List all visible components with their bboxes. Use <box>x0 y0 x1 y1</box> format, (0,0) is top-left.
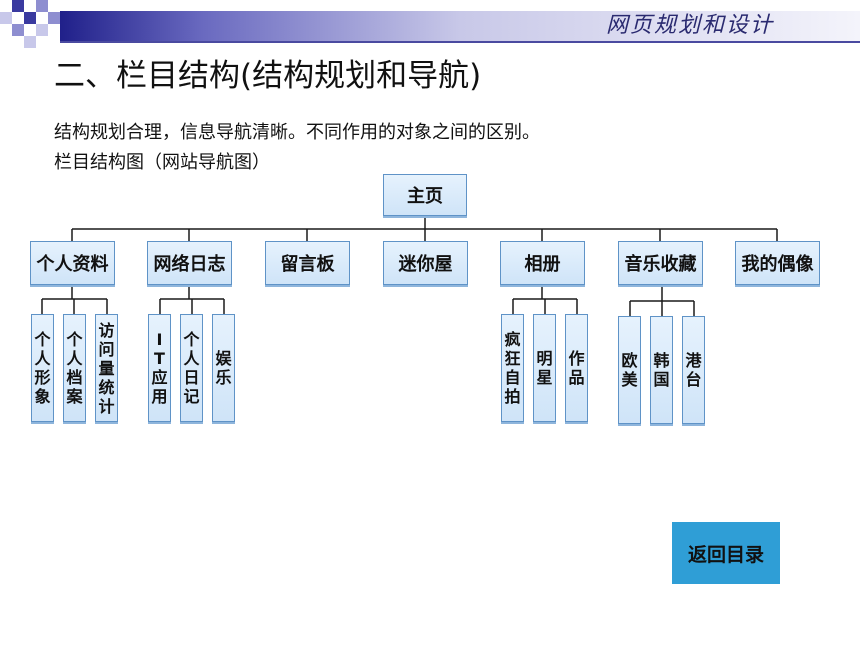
leaf-label: 娱乐 <box>215 349 232 387</box>
header-rule <box>60 41 860 43</box>
leaf-label: 疯狂自拍 <box>504 330 521 406</box>
leaf-entertainment[interactable]: 娱乐 <box>212 314 235 422</box>
leaf-celebrity[interactable]: 明星 <box>533 314 556 422</box>
leaf-label: 明星 <box>536 349 553 387</box>
leaf-label: 港台 <box>685 351 702 389</box>
leaf-western[interactable]: 欧美 <box>618 316 641 424</box>
diagram-caption: 栏目结构图（网站导航图） <box>54 152 270 173</box>
leaf-label: 个人形象 <box>34 330 51 406</box>
leaf-label: 访问量统计 <box>98 320 115 416</box>
leaf-works[interactable]: 作品 <box>565 314 588 422</box>
nav-node-music[interactable]: 音乐收藏 <box>618 241 703 285</box>
leaf-label: 作品 <box>568 349 585 387</box>
leaf-visit-stats[interactable]: 访问量统计 <box>95 314 118 422</box>
nav-node-home[interactable]: 主页 <box>383 174 467 216</box>
leaf-label: IT应用 <box>151 330 168 406</box>
back-to-contents-button[interactable]: 返回目录 <box>672 522 780 584</box>
nav-node-blog[interactable]: 网络日志 <box>147 241 232 285</box>
nav-node-guestbook[interactable]: 留言板 <box>265 241 350 285</box>
leaf-label: 个人日记 <box>183 330 200 406</box>
nav-node-album[interactable]: 相册 <box>500 241 585 285</box>
nav-node-mini-room[interactable]: 迷你屋 <box>383 241 468 285</box>
leaf-it-apps[interactable]: IT应用 <box>148 314 171 422</box>
leaf-label: 欧美 <box>621 351 638 389</box>
leaf-profile-image[interactable]: 个人形象 <box>31 314 54 422</box>
leaf-label: 个人档案 <box>66 330 83 406</box>
leaf-selfie[interactable]: 疯狂自拍 <box>501 314 524 422</box>
description-line: 结构规划合理，信息导航清晰。不同作用的对象之间的区别。 <box>54 122 540 143</box>
slide-title: 二、栏目结构(结构规划和导航) <box>54 58 482 94</box>
leaf-personal-diary[interactable]: 个人日记 <box>180 314 203 422</box>
leaf-profile-archive[interactable]: 个人档案 <box>63 314 86 422</box>
leaf-hk-taiwan[interactable]: 港台 <box>682 316 705 424</box>
leaf-label: 韩国 <box>653 351 670 389</box>
nav-node-profile[interactable]: 个人资料 <box>30 241 115 285</box>
nav-node-idol[interactable]: 我的偶像 <box>735 241 820 285</box>
leaf-korean[interactable]: 韩国 <box>650 316 673 424</box>
header-gradient-band <box>60 11 860 41</box>
decorative-checker-pattern <box>0 0 72 48</box>
course-title: 网页规划和设计 <box>605 13 774 38</box>
